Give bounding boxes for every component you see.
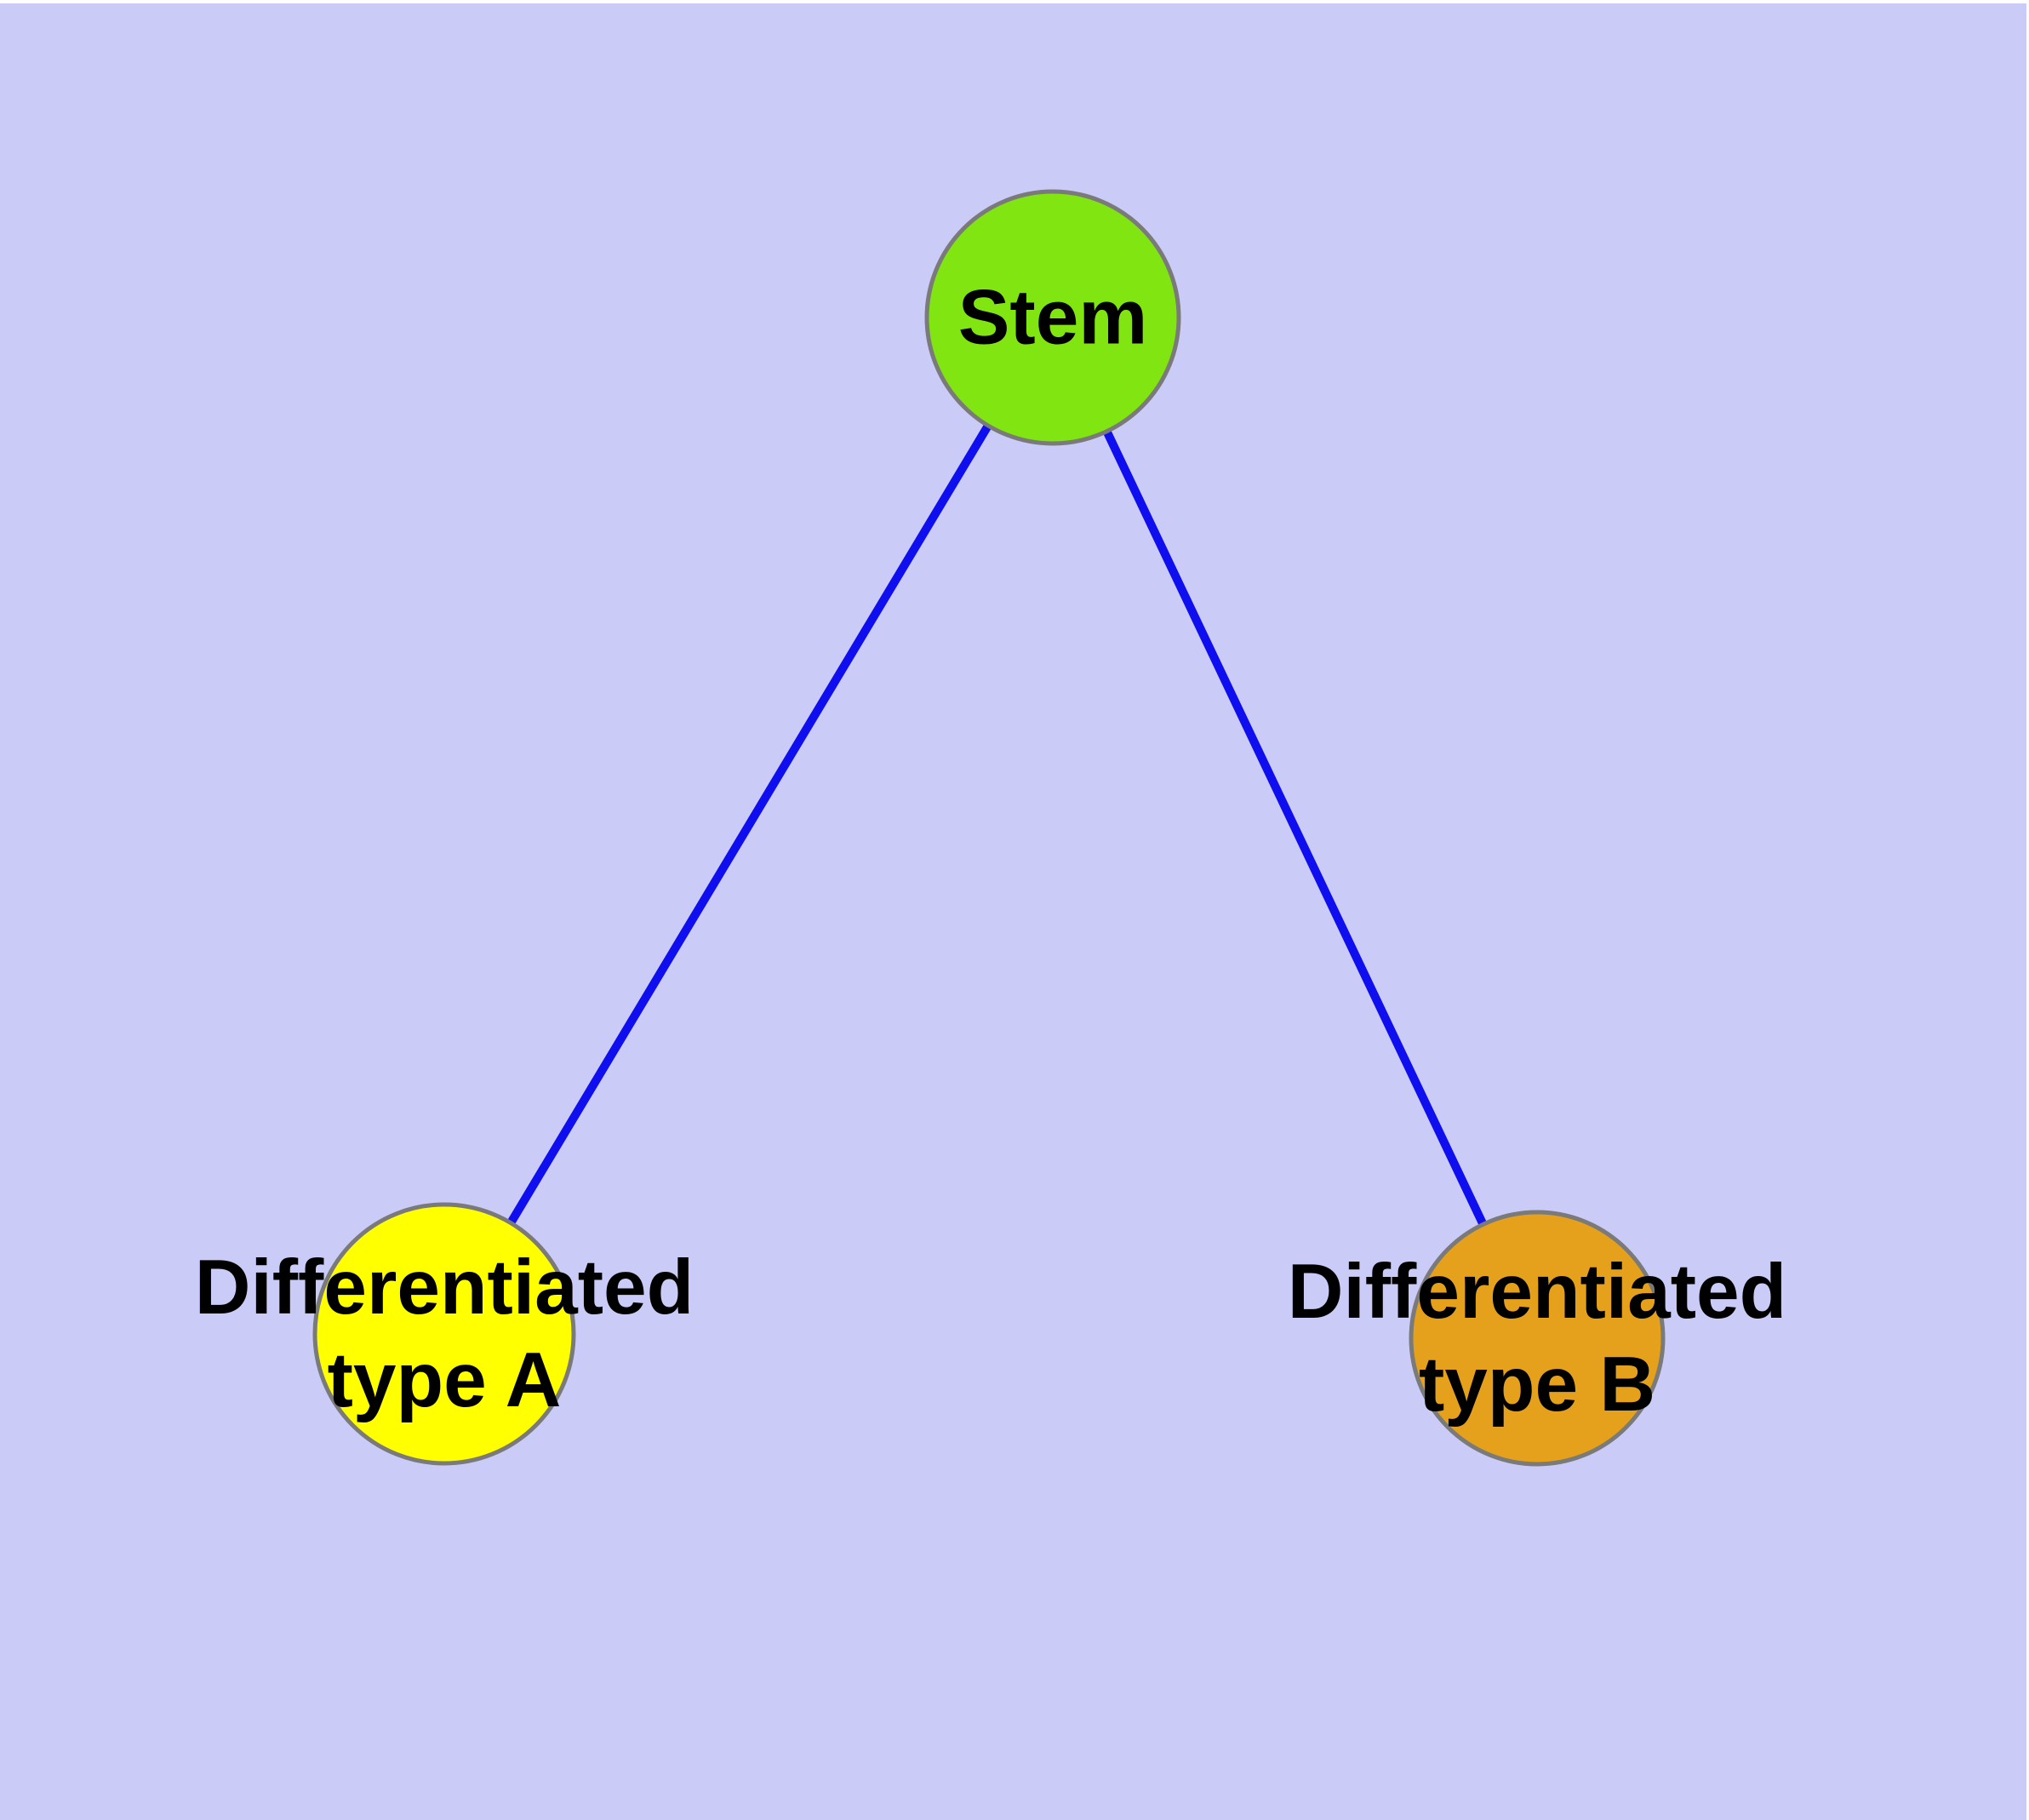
node-label-type-b-line2: type B [1418, 1342, 1656, 1428]
node-stem[interactable] [924, 189, 1181, 446]
node-label-differentiated-type-a: Differentiated type A [195, 1241, 694, 1427]
node-label-stem: Stem [958, 271, 1148, 363]
node-label-stem-line1: Stem [957, 274, 1148, 361]
node-label-type-b-line1: Differentiated [1287, 1248, 1787, 1335]
node-label-type-a-line2: type A [327, 1337, 562, 1423]
canvas-frame-top-strip [0, 0, 2029, 3]
node-label-type-a-line1: Differentiated [194, 1244, 694, 1331]
node-label-differentiated-type-b: Differentiated type B [1288, 1245, 1787, 1431]
node-differentiated-type-b[interactable] [1409, 1210, 1666, 1467]
canvas-frame-right-strip [2026, 0, 2029, 1820]
edge-stem-to-type-b [1049, 315, 1541, 1341]
edge-stem-to-type-a [440, 315, 1057, 1336]
node-differentiated-type-a[interactable] [312, 1202, 576, 1466]
